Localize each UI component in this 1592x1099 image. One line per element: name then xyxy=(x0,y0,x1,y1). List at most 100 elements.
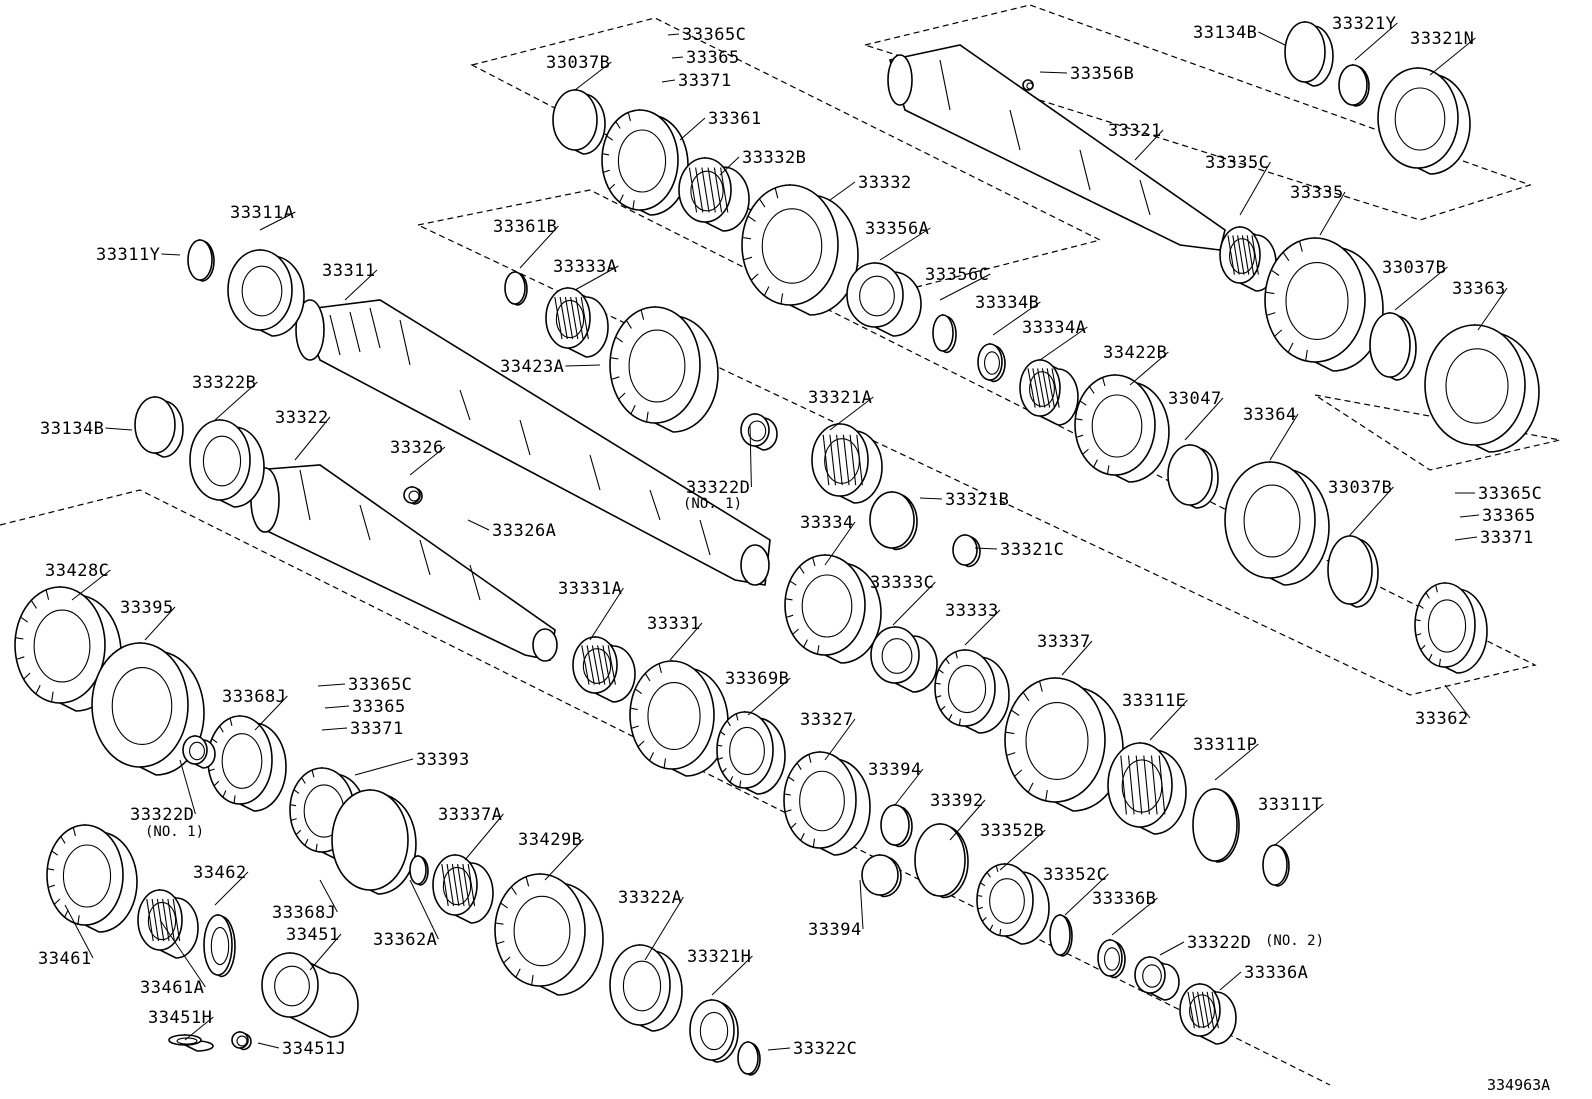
leader-33371_b xyxy=(1454,536,1478,541)
sublabel-no1-b: (NO. 1) xyxy=(145,824,204,840)
component-4-bore xyxy=(859,275,895,317)
leader-33362a xyxy=(409,879,439,940)
leader-33428c xyxy=(71,569,111,601)
leader-33356a xyxy=(879,227,931,261)
label-33311a: 33311A xyxy=(230,203,294,223)
leader-33037b_c xyxy=(1349,486,1394,536)
leader-33321h xyxy=(711,955,753,996)
leader-33337 xyxy=(1061,640,1093,676)
component-32-teeth xyxy=(1415,584,1441,667)
leader-33365_c xyxy=(324,705,350,709)
component-14-face xyxy=(187,239,213,281)
label-33461: 33461 xyxy=(38,949,92,969)
leader-33322d_b xyxy=(179,759,196,815)
component-43-teeth xyxy=(290,769,318,852)
component-18-bore xyxy=(628,329,686,403)
callout-labels: 33365C333653337133037B3336133332B3333233… xyxy=(38,14,1542,1059)
label-33322d_c: 33322D xyxy=(1187,933,1251,953)
label-33451h: 33451H xyxy=(148,1008,212,1028)
label-33394_b: 33394 xyxy=(808,920,862,940)
component-28-face xyxy=(811,423,869,497)
label-33134b_b: 33134B xyxy=(40,419,104,439)
label-33333: 33333 xyxy=(945,601,999,621)
component-52-face xyxy=(976,863,1034,937)
component-11-bore xyxy=(1285,262,1349,340)
leader-33365_a xyxy=(671,56,684,59)
label-33321a: 33321A xyxy=(808,388,872,408)
leader-33363 xyxy=(1477,287,1508,331)
leader-33311a xyxy=(259,211,296,231)
label-33332b: 33332B xyxy=(742,148,806,168)
leader-33335c xyxy=(1239,161,1271,216)
leader-33361 xyxy=(679,117,706,141)
label-33134b_a: 33134B xyxy=(1193,23,1257,43)
component-0-face xyxy=(552,89,598,151)
label-33429b: 33429B xyxy=(518,830,582,850)
label-33365c_b: 33365C xyxy=(1478,484,1542,504)
component-51-face xyxy=(914,823,966,897)
label-33331: 33331 xyxy=(647,614,701,634)
component-55-bore xyxy=(513,895,571,967)
component-17-rollers xyxy=(554,296,589,340)
leader-33368j_b xyxy=(319,879,338,913)
leader-33462 xyxy=(214,871,249,906)
component-61-face xyxy=(861,854,899,896)
label-33361b: 33361B xyxy=(493,217,557,237)
component-30-face xyxy=(952,534,978,566)
component-39-bore xyxy=(647,681,701,751)
label-33451: 33451 xyxy=(286,925,340,945)
component-68-bore xyxy=(236,1035,248,1047)
leader-33331a xyxy=(589,587,624,641)
component-38-bore xyxy=(582,648,612,684)
label-33322c: 33322C xyxy=(793,1039,857,1059)
leader-33322a xyxy=(644,896,684,961)
label-33365c_a: 33365C xyxy=(682,25,746,45)
leader-33321a xyxy=(829,396,874,431)
leader-33451h xyxy=(184,1016,214,1041)
leader-33451j xyxy=(257,1042,280,1049)
label-33337a: 33337A xyxy=(438,805,502,825)
label-33335c: 33335C xyxy=(1205,153,1269,173)
leader-33393 xyxy=(354,758,414,776)
label-33311y: 33311Y xyxy=(96,245,160,265)
component-11-teeth xyxy=(1265,240,1308,361)
leader-33371_c xyxy=(321,727,348,731)
component-46-teeth xyxy=(784,754,816,848)
leader-33333c xyxy=(892,581,936,626)
component-18-face xyxy=(609,306,701,424)
component-23-face xyxy=(1167,444,1213,506)
component-45-bore xyxy=(729,726,765,776)
component-13-face xyxy=(1424,324,1526,446)
component-3-teeth xyxy=(742,187,784,304)
component-7-face xyxy=(1284,21,1326,83)
boundary-middle-group xyxy=(416,189,1537,696)
component-41-face xyxy=(207,715,273,805)
leader-33337a xyxy=(464,813,504,861)
component-9-bore xyxy=(1394,87,1446,151)
label-33311p: 33311P xyxy=(1193,735,1257,755)
leader-33356c xyxy=(939,273,991,301)
leader-33361b xyxy=(519,225,559,269)
component-1-teeth xyxy=(602,112,635,210)
component-59-bore xyxy=(1142,964,1162,988)
component-33-teeth xyxy=(785,557,820,655)
leader-33134b_b xyxy=(105,427,133,431)
label-33037b_a: 33037B xyxy=(546,53,610,73)
leader-33395 xyxy=(144,606,176,641)
label-33037b_c: 33037B xyxy=(1328,478,1392,498)
label-33333a: 33333A xyxy=(553,257,617,277)
component-16-face xyxy=(504,271,526,305)
label-33365_a: 33365 xyxy=(686,48,740,68)
component-62-teeth xyxy=(47,827,80,925)
leader-33335 xyxy=(1319,191,1346,236)
label-33371_b: 33371 xyxy=(1480,528,1534,548)
leader-33134b_a xyxy=(1258,31,1286,46)
label-33321n: 33321N xyxy=(1410,29,1474,49)
component-62-face xyxy=(46,824,124,926)
component-21-bore xyxy=(1029,371,1055,407)
label-33332: 33332 xyxy=(858,173,912,193)
component-37-face xyxy=(91,642,189,768)
label-33428c: 33428C xyxy=(45,561,109,581)
label-33336b: 33336B xyxy=(1092,889,1156,909)
